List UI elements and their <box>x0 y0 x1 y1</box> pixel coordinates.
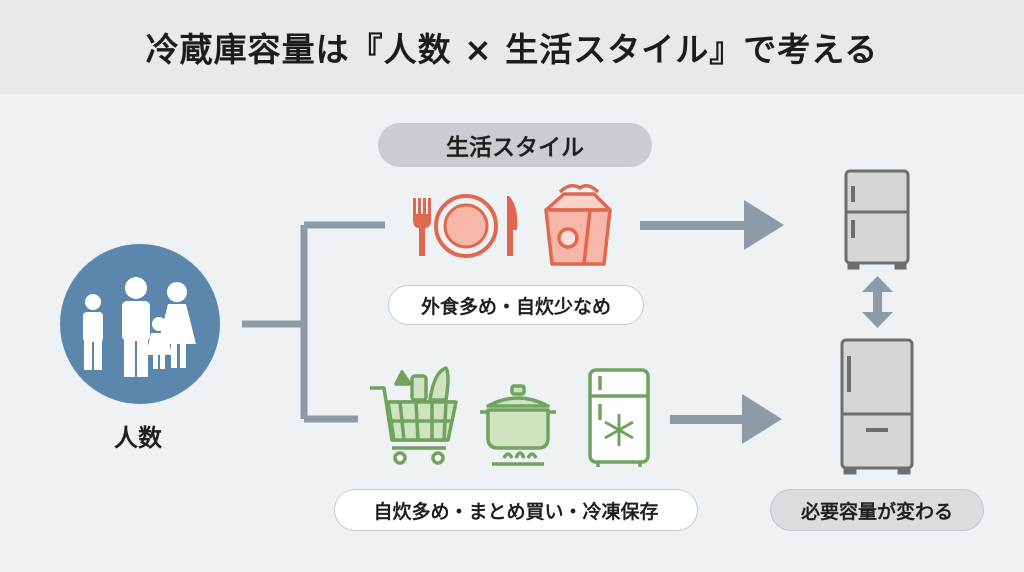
freezer-fridge-icon <box>588 368 650 467</box>
shopping-cart-icon <box>370 366 458 465</box>
page-title: 冷蔵庫容量は『人数 × 生活スタイル』で考える <box>145 30 879 69</box>
large-fridge-icon <box>840 338 914 475</box>
family-icon <box>60 244 220 404</box>
cooking-pot-icon <box>480 384 556 466</box>
lifestyle-pill: 生活スタイル <box>378 123 652 167</box>
fork-icon <box>413 198 431 256</box>
title-bar: 冷蔵庫容量は『人数 × 生活スタイル』で考える <box>0 0 1024 94</box>
people-label: 人数 <box>114 424 162 452</box>
takeout-box-icon <box>544 184 612 266</box>
double-arrow-icon <box>862 276 893 328</box>
arrow-eating-out <box>640 200 784 250</box>
eating-out-pill: 外食多め・自炊少なめ <box>388 285 644 325</box>
branch-connector <box>242 221 385 423</box>
cooking-pill: 自炊多め・まとめ買い・冷凍保存 <box>334 489 698 531</box>
knife-icon <box>507 196 518 256</box>
arrow-cooking <box>670 394 782 444</box>
small-fridge-icon <box>844 169 910 270</box>
plate-icon <box>434 194 498 258</box>
result-pill: 必要容量が変わる <box>770 489 984 531</box>
